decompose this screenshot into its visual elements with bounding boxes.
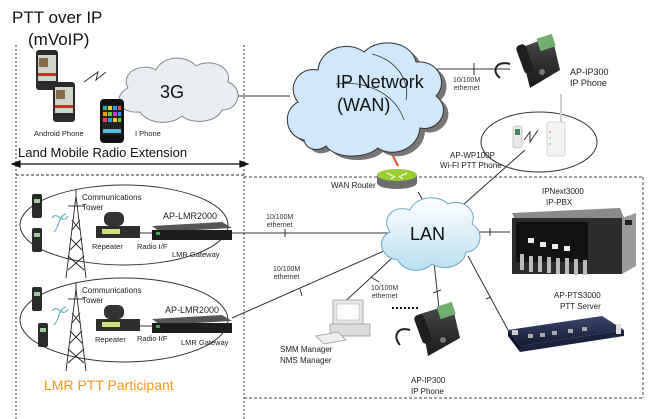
lmr1-radio-if-label: Radio I/F	[137, 242, 168, 251]
radio-wave-icon	[51, 213, 69, 233]
lmr2-gateway-model: AP-LMR2000	[165, 305, 220, 315]
wifi-phone-model: AP-WP100P	[450, 151, 495, 160]
lmr2-tower-label-line1: Communications	[82, 286, 142, 295]
diagram-title-line2: (mVoIP)	[28, 30, 90, 49]
ptt-server-model: AP-PTS3000	[554, 291, 601, 300]
diagram-title-line1: PTT over IP	[12, 8, 103, 27]
cloud-wan-label-line1: IP Network	[336, 72, 424, 92]
manager-label-line1: SMM Manager	[280, 345, 333, 354]
wifi-signal-icon	[523, 129, 539, 144]
handheld-radio-icon	[38, 323, 48, 347]
wifi-ptt-phone-icon	[512, 125, 523, 149]
lmr2-tower-label-line2: Tower	[82, 296, 104, 305]
handheld-radio-icon	[32, 228, 42, 252]
bottom-phone-model: AP-IP300	[411, 376, 446, 385]
android-phone-icon	[36, 50, 75, 122]
lmr-site-1-devices	[32, 190, 232, 279]
ptt-server-type: PTT Server	[560, 302, 601, 311]
lmr-gateway-icon	[152, 222, 232, 240]
handheld-radio-icon	[32, 287, 42, 311]
cloud-3g-label: 3G	[160, 82, 185, 102]
top-phone-type: IP Phone	[570, 78, 607, 88]
lmr1-gateway-label: LMR Gateway	[172, 250, 220, 259]
pbx-model: IPNext3000	[542, 187, 584, 196]
lmr1-tower-label-line2: Tower	[82, 203, 104, 212]
link-lan-wifi	[454, 149, 526, 213]
lmr-site-2-devices	[32, 283, 232, 372]
lmr2-repeater-label: Repeater	[95, 335, 126, 344]
pbx-type: IP-PBX	[546, 198, 573, 207]
extension-arrow	[10, 160, 250, 168]
tick	[299, 288, 303, 297]
repeater-icon	[96, 212, 140, 238]
wifi-phone-type: Wi-FI PTT Phone	[440, 161, 502, 170]
ip-phone-top-icon	[494, 33, 560, 88]
radio-wave-icon	[51, 306, 69, 326]
cloud-lan-label: LAN	[410, 224, 446, 244]
link-lmr2-lan	[231, 246, 394, 319]
link-lan-server	[467, 255, 509, 331]
lmr-participant-label: LMR PTT Participant	[44, 377, 174, 393]
lmr-gateway-icon	[152, 315, 232, 333]
iphone-label: I Phone	[135, 129, 161, 138]
top-phone-model: AP-IP300	[570, 67, 609, 77]
extension-label: Land Mobile Radio Extension	[18, 145, 188, 160]
android-phone-label: Android Phone	[34, 129, 84, 138]
cloud-wan	[286, 42, 449, 161]
lmr2-radio-if-label: Radio I/F	[137, 334, 168, 343]
cloud-wan-label-line2: (WAN)	[337, 95, 391, 115]
lmr1-tower-label-line1: Communications	[82, 193, 142, 202]
lmr2-gateway-label: LMR Gateway	[181, 338, 229, 347]
wifi-access-point-icon	[546, 94, 566, 157]
handheld-radio-icon	[32, 194, 42, 218]
manager-pc-icon	[315, 299, 371, 345]
lmr1-gateway-model: AP-LMR2000	[163, 211, 218, 221]
tower-icon	[65, 190, 87, 279]
cloud-lan	[381, 197, 481, 271]
iphone-icon	[100, 99, 124, 143]
wan-router-icon	[377, 169, 417, 189]
tower-icon	[65, 283, 87, 372]
repeater-icon	[96, 305, 140, 331]
lan-region-boundary	[244, 176, 644, 399]
wan-router-label: WAN Router	[331, 181, 376, 190]
lmr-site-1-ellipse	[19, 184, 229, 266]
ptt-server-icon	[508, 316, 624, 352]
manager-label-line2: NMS Manager	[280, 356, 332, 365]
tick	[370, 276, 380, 283]
wireless-signal-icon	[83, 70, 107, 83]
cloud-3g	[118, 57, 239, 123]
lmr1-repeater-label: Repeater	[92, 242, 123, 251]
tick	[432, 289, 442, 294]
wifi-zone-ellipse	[480, 111, 598, 173]
tick	[485, 296, 492, 300]
ip-phone-bottom-icon	[395, 301, 460, 356]
ip-pbx-icon	[512, 208, 636, 275]
bottom-phone-type: IP Phone	[411, 387, 444, 396]
